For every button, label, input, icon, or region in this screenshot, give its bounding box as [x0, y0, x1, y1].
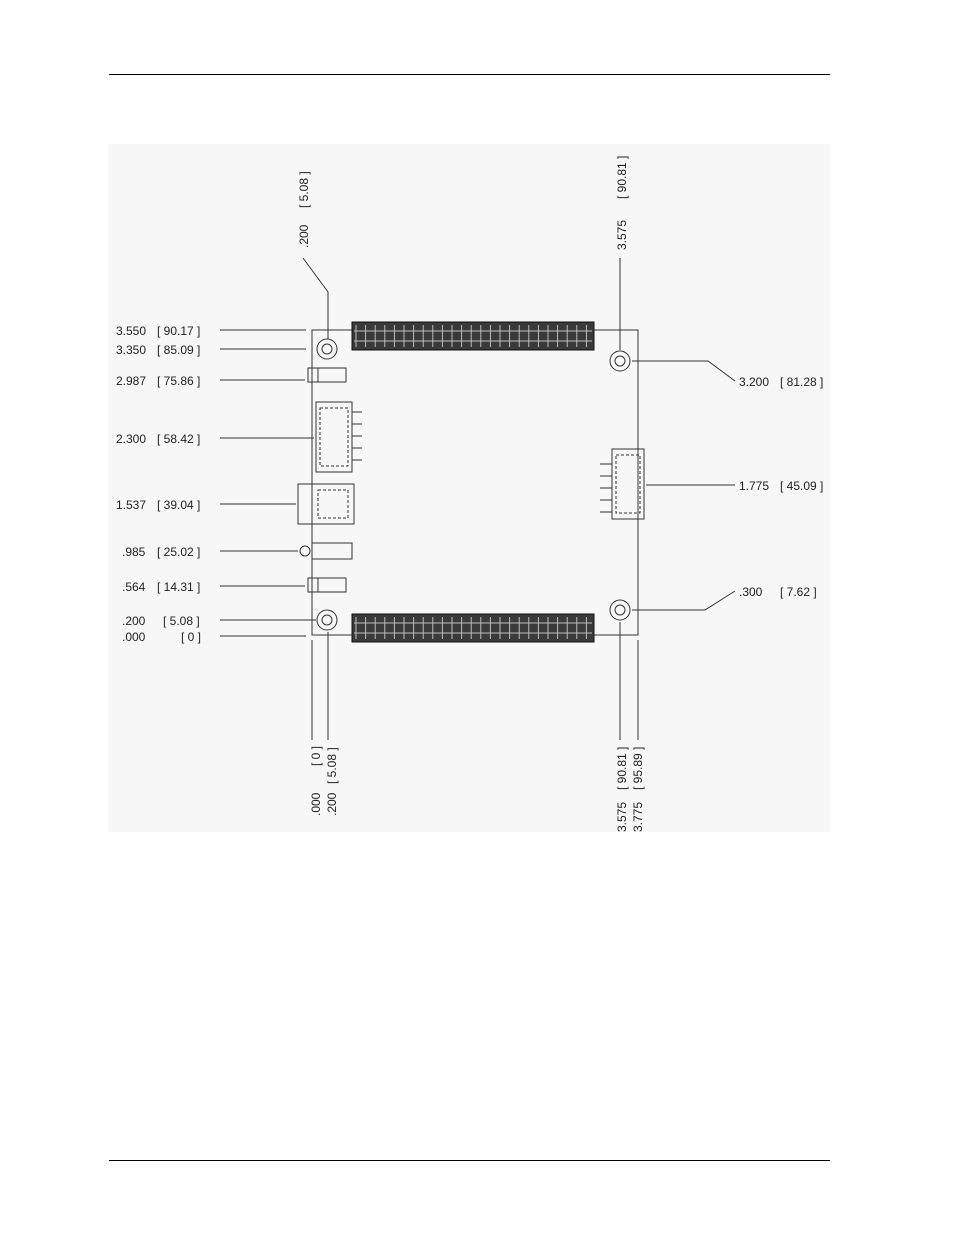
dim-mm: [ 90.81 ]: [615, 747, 629, 790]
connector-upper-small: [307, 367, 347, 383]
bottom-dimension-labels: .000 [ 0 ] .200 [ 5.08 ] 3.575 [ 90.81 ]…: [309, 746, 645, 832]
dim-mm: [ 81.28 ]: [780, 375, 823, 389]
dim-mm: [ 85.09 ]: [157, 343, 200, 357]
mounting-hole-top-right: [609, 350, 631, 372]
dim-inch: .200: [297, 224, 311, 248]
connector-lower-small: [307, 577, 347, 593]
left-dimension-lines: [220, 329, 316, 637]
header-rule: [109, 74, 830, 75]
dim-inch: 3.775: [631, 802, 645, 832]
dim-inch: 3.575: [615, 220, 629, 250]
dim-mm: [ 7.62 ]: [780, 585, 817, 599]
connector-pin-header-left: [315, 401, 362, 473]
bottom-stack-header: [351, 613, 595, 643]
mounting-hole-bottom-left: [316, 609, 338, 631]
dim-inch: 3.550: [116, 324, 146, 338]
dim-mm: [ 90.81 ]: [615, 156, 629, 199]
dim-inch: .200: [325, 792, 339, 816]
board-outline: [311, 329, 639, 636]
dim-mm: [ 95.89 ]: [631, 747, 645, 790]
top-stack-header: [351, 321, 595, 351]
dim-mm: [ 0 ]: [309, 746, 323, 766]
dim-inch: .200: [122, 614, 146, 628]
right-dimension-lines: [632, 360, 736, 611]
connector-pin-header-right: [600, 448, 645, 520]
bottom-dimension-lines: [311, 622, 639, 740]
top-dimension-labels: .200 [ 5.08 ] 3.575 [ 90.81 ]: [297, 156, 629, 250]
dim-mm: [ 14.31 ]: [157, 580, 200, 594]
top-dimension-lines: [302, 257, 621, 350]
dim-mm: [ 25.02 ]: [157, 545, 200, 559]
footer-rule: [109, 1160, 830, 1161]
dim-mm: [ 58.42 ]: [157, 432, 200, 446]
dim-mm: [ 90.17 ]: [157, 324, 200, 338]
dim-inch: .000: [122, 630, 146, 644]
dim-inch: 3.200: [739, 375, 769, 389]
connector-power: [297, 483, 355, 525]
dim-inch: 3.575: [615, 802, 629, 832]
mounting-hole-bottom-right: [609, 599, 631, 621]
dim-inch: .564: [122, 580, 146, 594]
left-dimension-labels: 3.550 [ 90.17 ] 3.350 [ 85.09 ] 2.987 [ …: [116, 324, 201, 644]
dim-inch: 3.350: [116, 343, 146, 357]
drawing-frame: [108, 144, 830, 832]
right-dimension-labels: 3.200 [ 81.28 ] 1.775 [ 45.09 ] .300 [ 7…: [739, 375, 823, 599]
dim-mm: [ 39.04 ]: [157, 498, 200, 512]
dim-inch: 2.987: [116, 374, 146, 388]
dim-mm: [ 5.08 ]: [325, 747, 339, 784]
dim-mm: [ 0 ]: [181, 630, 201, 644]
mounting-hole-top-left: [316, 338, 338, 360]
dim-inch: .300: [739, 585, 763, 599]
led-indicator: [299, 542, 353, 560]
dim-inch: .985: [122, 545, 146, 559]
dim-mm: [ 75.86 ]: [157, 374, 200, 388]
dim-mm: [ 5.08 ]: [297, 171, 311, 208]
dim-inch: 1.537: [116, 498, 146, 512]
dim-inch: 1.775: [739, 479, 769, 493]
dim-mm: [ 45.09 ]: [780, 479, 823, 493]
dim-mm: [ 5.08 ]: [163, 614, 200, 628]
dim-inch: .000: [309, 792, 323, 816]
dim-inch: 2.300: [116, 432, 146, 446]
